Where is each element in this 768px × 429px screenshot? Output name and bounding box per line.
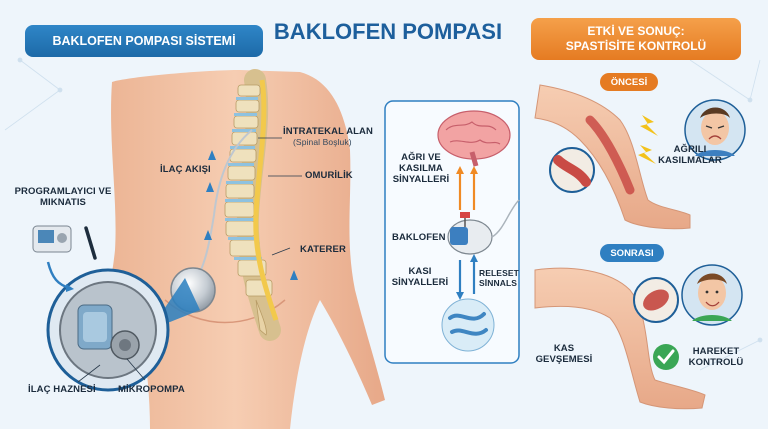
baclofen-pump-icon (447, 199, 520, 255)
pain-line3: SİNYALLERİ (392, 174, 450, 185)
muscle-cells-icon (441, 298, 495, 352)
brain-icon (437, 110, 511, 167)
release-line1: RELESET (479, 268, 519, 278)
movement-control-label: HAREKET KONTROLÜ (684, 346, 748, 368)
system-label: BAKLOFEN POMPASI SİSTEMİ (52, 34, 236, 48)
painful-cramps-label: AĞRILI KASILMALAR (655, 144, 725, 166)
leg-after (534, 267, 706, 410)
programmer-device (32, 225, 97, 292)
painful-line2: KASILMALAR (658, 155, 722, 166)
programmer-line1: PROGRAMLAYICI VE (14, 186, 112, 197)
effect-illustrations (534, 84, 746, 410)
release-signals-label: RELESET SİNNALS (479, 268, 519, 288)
after-pill: SONRASI (600, 244, 664, 262)
leg-before (534, 84, 691, 230)
mechanism-panel (384, 100, 520, 364)
catheter-label: KATERER (300, 244, 346, 255)
pain-line1: AĞRI VE (401, 152, 441, 163)
pain-line2: KASILMA (399, 163, 443, 174)
happy-face-icon (681, 264, 743, 326)
muscle-signals-label: KASI SİNYALLERİ (390, 266, 450, 288)
pain-bolt-icon (638, 115, 658, 164)
intrathecal-line2: (Spinal Boşluk) (293, 137, 352, 147)
muscle-line1: KASI (408, 266, 432, 277)
control-line2: KONTROLÜ (688, 357, 744, 368)
system-label-pill: BAKLOFEN POMPASI SİSTEMİ (25, 25, 263, 57)
intrathecal-label: İNTRATEKAL ALAN (Spinal Boşluk) (283, 126, 373, 148)
effect-label-pill: ETKİ VE SONUÇ: SPASTİSİTE KONTROLÜ (531, 18, 741, 60)
before-pill: ÖNCESİ (600, 73, 658, 91)
pain-signal-arrows (458, 172, 476, 210)
intrathecal-line1: İNTRATEKAL ALAN (283, 126, 373, 137)
relax-line1: KAS (553, 343, 575, 354)
drug-reservoir-label: İLAÇ HAZNESİ (28, 384, 96, 395)
spine (224, 69, 281, 341)
spinal-cord-label: OMURİLİK (305, 170, 353, 181)
muscle-line2: SİNYALLERİ (391, 277, 449, 288)
micropump-label: MİKROPOMPA (118, 384, 185, 395)
baclofen-label: BAKLOFEN (392, 232, 446, 243)
check-icon (653, 344, 679, 370)
programmer-line2: MIKNATIS (39, 197, 86, 208)
drug-flow-label: İLAÇ AKIŞI (160, 164, 211, 175)
control-line1: HAREKET (692, 346, 740, 357)
relax-line2: GEVŞEMESİ (535, 354, 593, 365)
programmer-label: PROGRAMLAYICI VE MIKNATIS (8, 186, 118, 208)
pain-signals-label: AĞRI VE KASILMA SİNYALLERİ (386, 152, 456, 185)
effect-label-line2: SPASTİSİTE KONTROLÜ (565, 39, 707, 53)
page-title: BAKLOFEN POMPASI (273, 19, 503, 44)
before-label: ÖNCESİ (610, 76, 648, 88)
pained-face-icon (684, 99, 746, 161)
muscle-signal-arrows (458, 260, 476, 294)
drug-flow-arrows (204, 150, 298, 280)
effect-label-line1: ETKİ VE SONUÇ: (587, 24, 685, 38)
muscle-relax-label: KAS GEVŞEMESİ (534, 343, 594, 365)
release-line2: SİNNALS (479, 278, 518, 288)
after-label: SONRASI (610, 247, 654, 259)
painful-line1: AĞRILI (673, 144, 707, 155)
